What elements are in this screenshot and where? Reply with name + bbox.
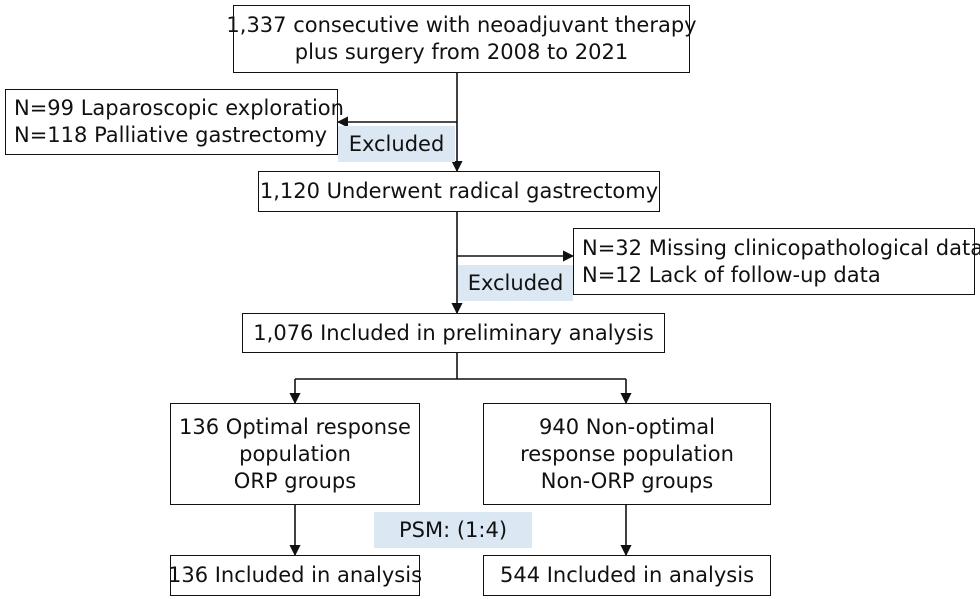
orp-line-3: ORP groups [233,468,357,493]
excluded-tag-2: Excluded [458,265,573,301]
excluded-mid-line-1: N=32 Missing clinicopathological data [582,235,980,260]
orp-box: 136 Optimal response population ORP grou… [170,403,420,505]
preliminary-line-1: 1,076 Included in preliminary analysis [253,320,654,345]
orp-final-box: 136 Included in analysis [167,555,423,596]
excluded-tag-1: Excluded [338,126,455,162]
preliminary-box: 1,076 Included in preliminary analysis [242,313,665,353]
excluded-top-line-2: N=118 Palliative gastrectomy [14,123,328,147]
radical-line-1: 1,120 Underwent radical gastrectomy [259,179,659,203]
excluded-mid-line-2: N=12 Lack of follow-up data [582,262,881,287]
excluded-mid-box: N=32 Missing clinicopathological data N=… [573,228,980,295]
start-line-1: 1,337 consecutive with neoadjuvant thera… [226,13,697,37]
excluded-top-box: N=99 Laparoscopic exploration N=118 Pall… [5,89,344,155]
non-orp-box: 940 Non-optimal response population Non-… [483,403,771,505]
psm-tag: PSM: (1:4) [374,512,532,548]
orp-line-2: population [239,441,351,466]
non-orp-line-1: 940 Non-optimal [539,414,715,439]
excluded-top-line-1: N=99 Laparoscopic exploration [14,96,344,120]
start-box: 1,337 consecutive with neoadjuvant thera… [226,5,697,73]
orp-line-1: 136 Optimal response [179,414,411,439]
non-orp-line-2: response population [520,441,734,466]
start-line-2: plus surgery from 2008 to 2021 [294,40,629,64]
non-orp-final-box: 544 Included in analysis [483,555,771,596]
non-orp-line-3: Non-ORP groups [540,468,714,493]
non-orp-final-line-1: 544 Included in analysis [499,563,755,587]
radical-box: 1,120 Underwent radical gastrectomy [258,171,660,212]
orp-final-line-1: 136 Included in analysis [167,563,423,587]
